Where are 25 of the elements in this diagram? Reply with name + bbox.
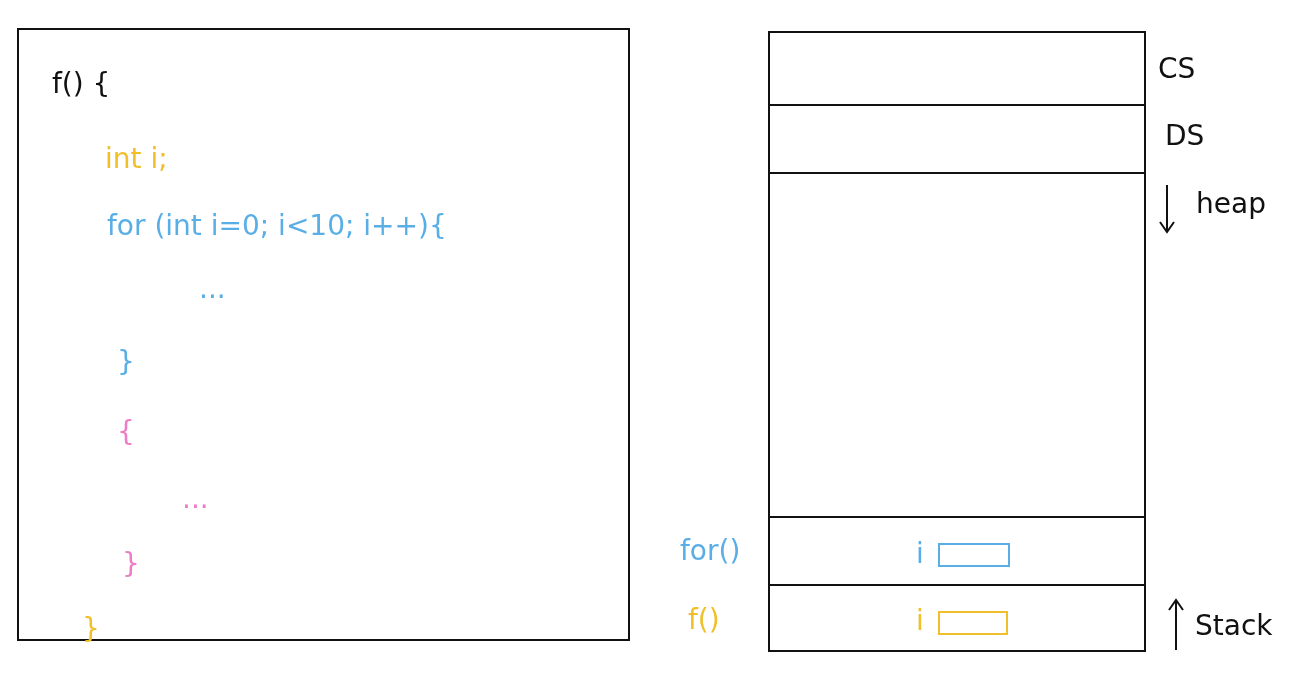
- memory-segment: [768, 516, 1146, 586]
- segment-label: Stack: [1195, 612, 1273, 640]
- segment-label: f(): [688, 606, 720, 634]
- code-line: ...: [182, 485, 209, 513]
- memory-segment: [768, 104, 1146, 174]
- code-line: }: [117, 348, 135, 376]
- segment-label: for(): [680, 537, 741, 565]
- variable-label: i: [916, 540, 924, 568]
- variable-slot: [938, 543, 1010, 567]
- variable-slot: [938, 611, 1008, 635]
- memory-segment: [768, 31, 1146, 106]
- segment-label: CS: [1158, 55, 1196, 83]
- code-line: }: [82, 615, 100, 643]
- memory-segment: [768, 584, 1146, 652]
- variable-label: i: [916, 607, 924, 635]
- segment-label: DS: [1165, 122, 1205, 150]
- code-line: {: [117, 418, 135, 446]
- segment-label: heap: [1196, 190, 1266, 218]
- code-line: }: [122, 550, 140, 578]
- code-line: for (int i=0; i<10; i++){: [107, 212, 447, 240]
- code-line: ...: [199, 275, 226, 303]
- code-line: int i;: [105, 145, 168, 173]
- memory-segment: [768, 172, 1146, 518]
- code-panel: [17, 28, 630, 641]
- function-header: f() {: [52, 70, 111, 98]
